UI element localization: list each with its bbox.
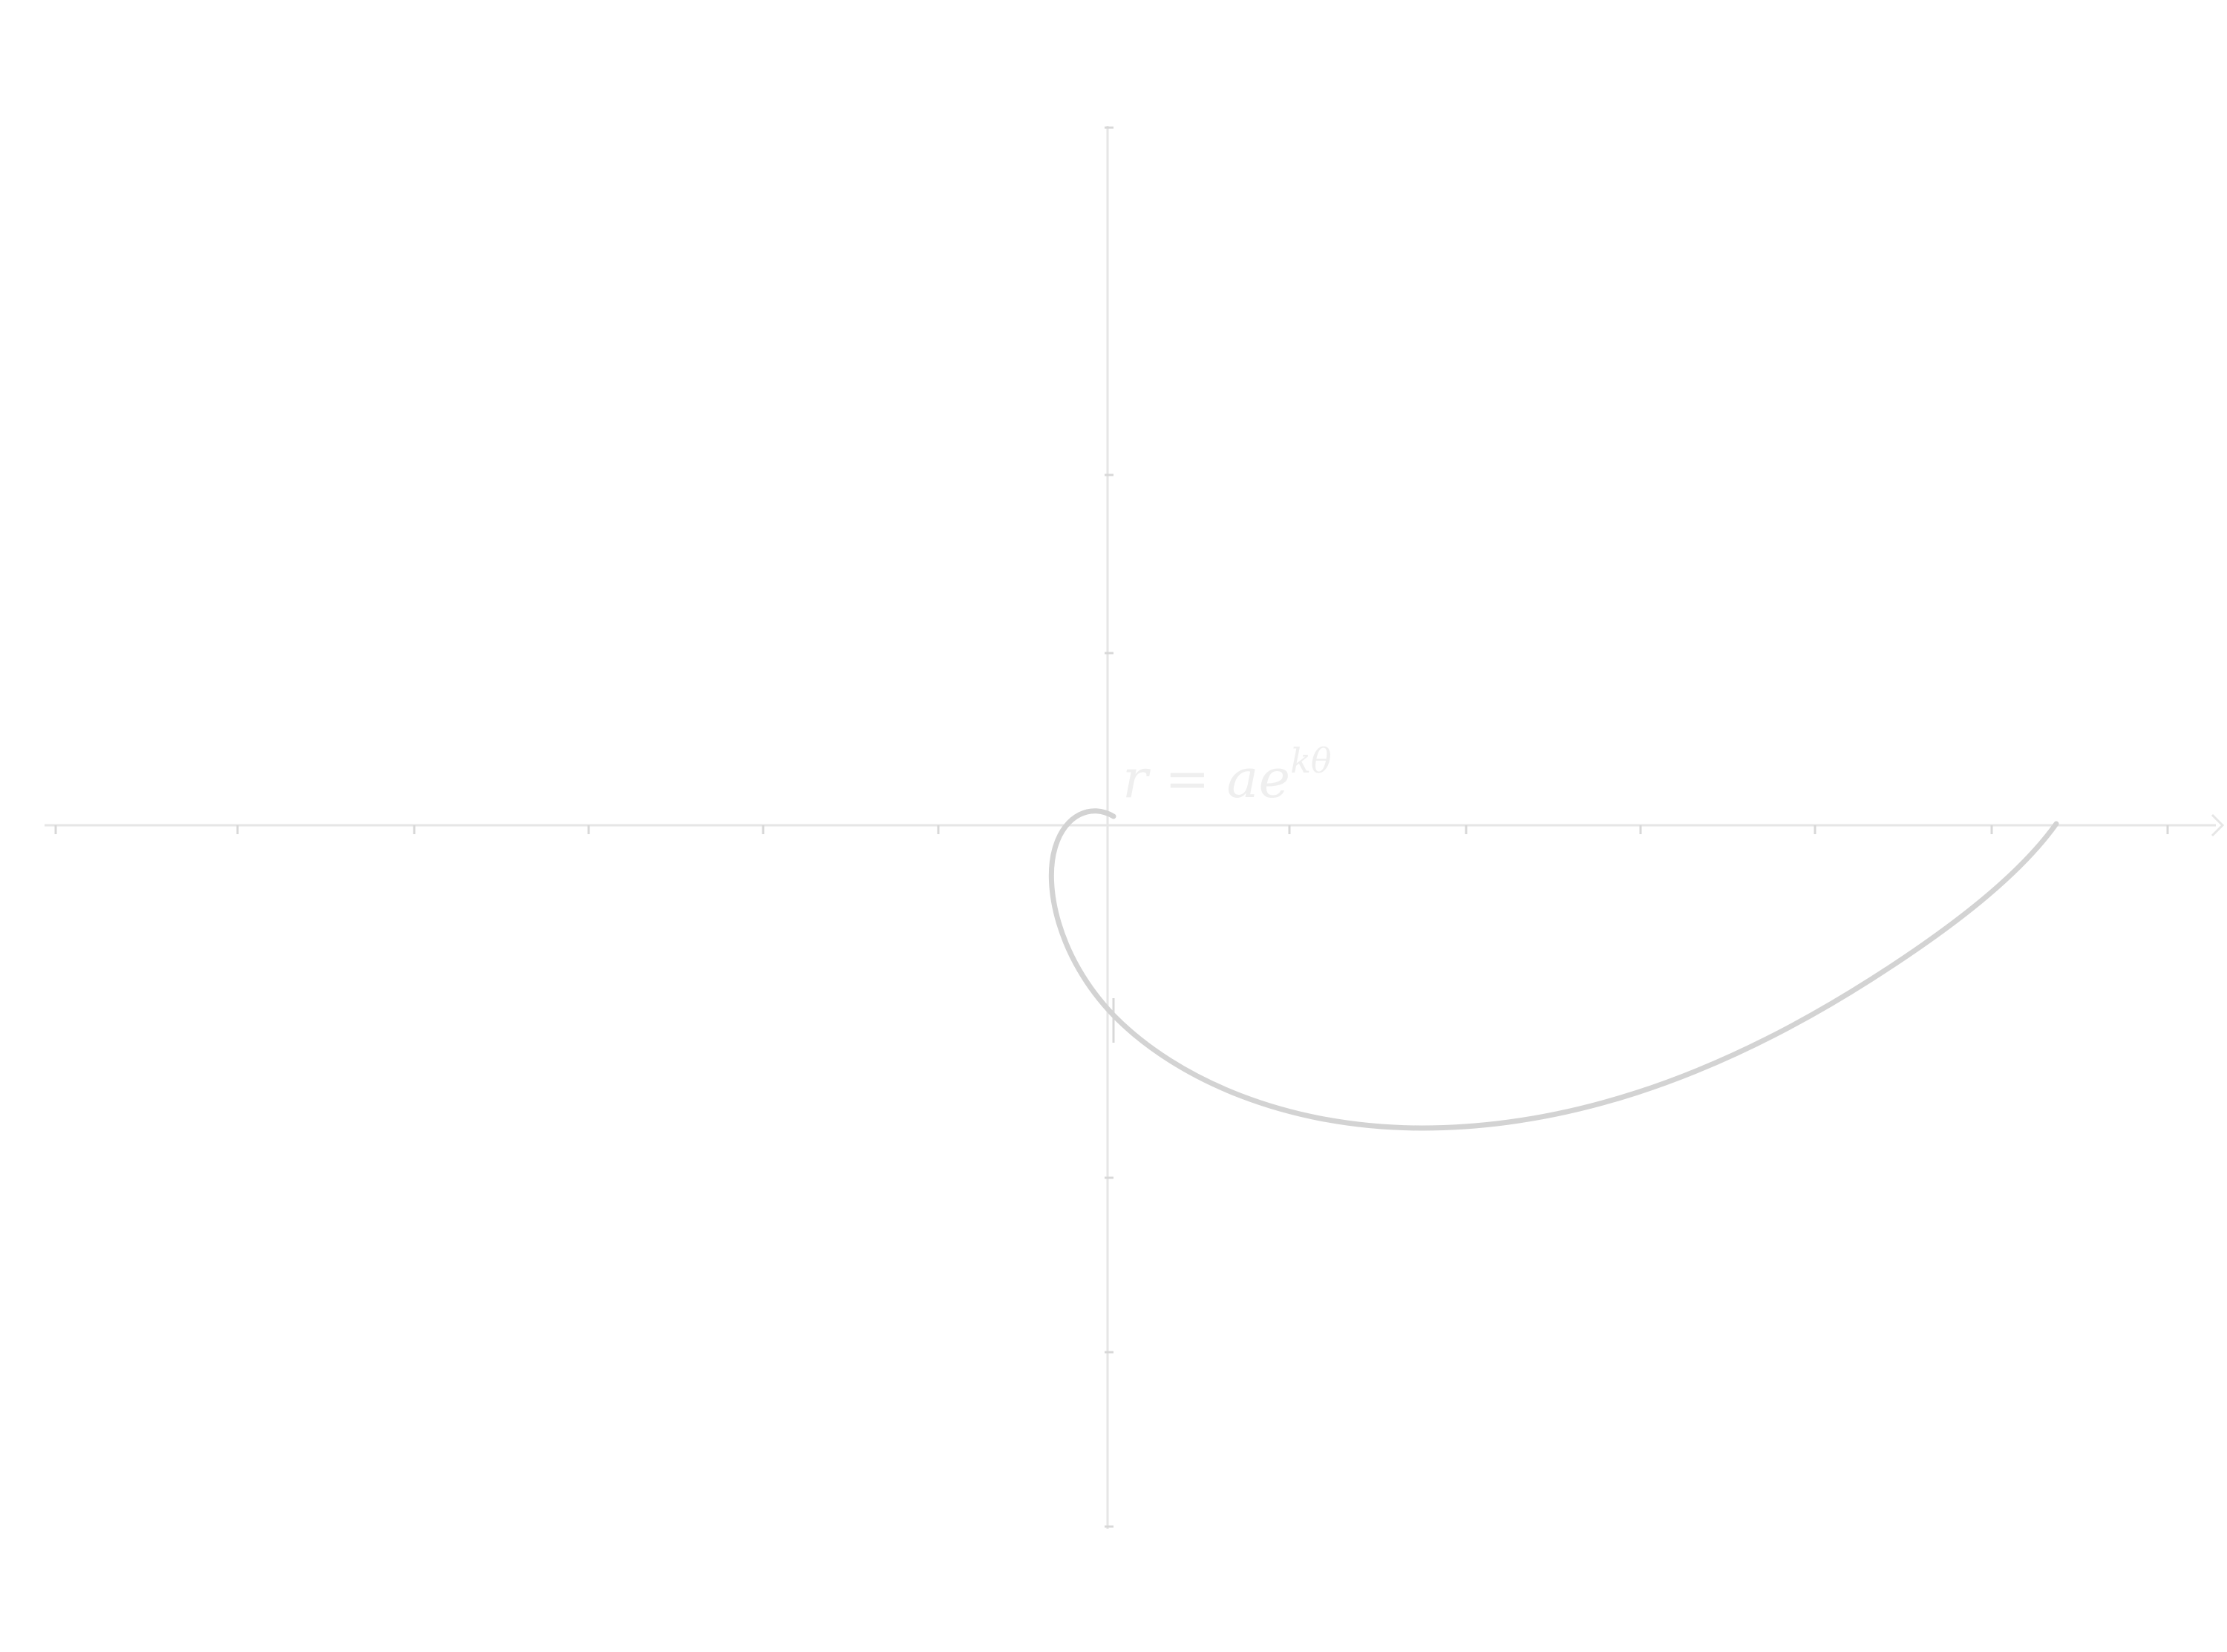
formula-main: r = ae <box>1122 747 1291 810</box>
x-ticks <box>54 825 2169 834</box>
spiral-curve <box>1048 808 2059 1131</box>
y-ticks <box>1105 126 1114 1528</box>
formula-exponent: kθ <box>1290 741 1332 781</box>
spiral-formula: r = aekθ <box>1122 744 1332 805</box>
x-axis-arrow <box>2211 813 2225 837</box>
